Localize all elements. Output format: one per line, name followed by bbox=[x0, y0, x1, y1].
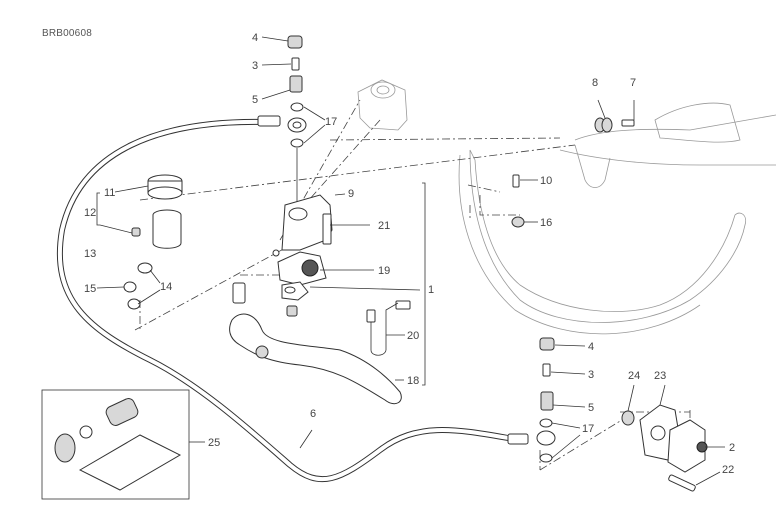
callout-25: 25 bbox=[208, 437, 220, 449]
callout-16: 16 bbox=[540, 217, 552, 229]
callout-22: 22 bbox=[722, 464, 734, 476]
callout-2: 2 bbox=[729, 442, 735, 454]
callout-10: 10 bbox=[540, 175, 552, 187]
repair-kit-box bbox=[41, 389, 190, 500]
callout-12: 12 bbox=[84, 207, 96, 219]
callout-23: 23 bbox=[654, 370, 666, 382]
bleed-cap-top bbox=[287, 35, 303, 49]
callout-18: 18 bbox=[407, 375, 419, 387]
assembly-bracket bbox=[422, 182, 426, 386]
clutch-lever bbox=[229, 313, 402, 405]
callout-17-top: 17 bbox=[325, 116, 337, 128]
callout-1: 1 bbox=[428, 284, 434, 296]
callout-3-bottom: 3 bbox=[588, 369, 594, 381]
callout-13: 13 bbox=[84, 248, 96, 260]
callout-4-bottom: 4 bbox=[588, 341, 594, 353]
clutch-hose bbox=[56, 115, 529, 483]
callout-21: 21 bbox=[378, 220, 390, 232]
diagram-code: BRB00608 bbox=[42, 28, 92, 39]
slave-cylinder bbox=[621, 404, 708, 492]
assembly-lines bbox=[134, 99, 691, 471]
leader-lines bbox=[96, 36, 725, 486]
bar-end-parts bbox=[511, 117, 635, 228]
clutch-switch bbox=[366, 300, 411, 356]
callout-6: 6 bbox=[310, 408, 316, 420]
callout-5-top: 5 bbox=[252, 94, 258, 106]
callout-20: 20 bbox=[407, 330, 419, 342]
callout-17-bottom: 17 bbox=[582, 423, 594, 435]
callout-8: 8 bbox=[592, 77, 598, 89]
callout-7: 7 bbox=[630, 77, 636, 89]
callout-5-bottom: 5 bbox=[588, 402, 594, 414]
callout-9: 9 bbox=[348, 188, 354, 200]
callout-11: 11 bbox=[104, 187, 115, 199]
callout-19: 19 bbox=[378, 265, 390, 277]
callout-15: 15 bbox=[84, 283, 96, 295]
callout-4-top: 4 bbox=[252, 32, 258, 44]
handlebar-guard-outline bbox=[458, 102, 776, 335]
callout-labels: 4 3 5 17 11 12 13 15 14 9 21 19 1 20 18 … bbox=[84, 32, 735, 476]
callout-14: 14 bbox=[160, 281, 172, 293]
handlebar-clamp bbox=[357, 79, 408, 131]
callout-3-top: 3 bbox=[252, 60, 258, 72]
callout-24: 24 bbox=[628, 370, 640, 382]
lower-banjo-stack bbox=[536, 337, 556, 463]
master-cylinder bbox=[232, 194, 333, 317]
upper-banjo-stack bbox=[287, 35, 307, 210]
reservoir bbox=[96, 174, 183, 310]
